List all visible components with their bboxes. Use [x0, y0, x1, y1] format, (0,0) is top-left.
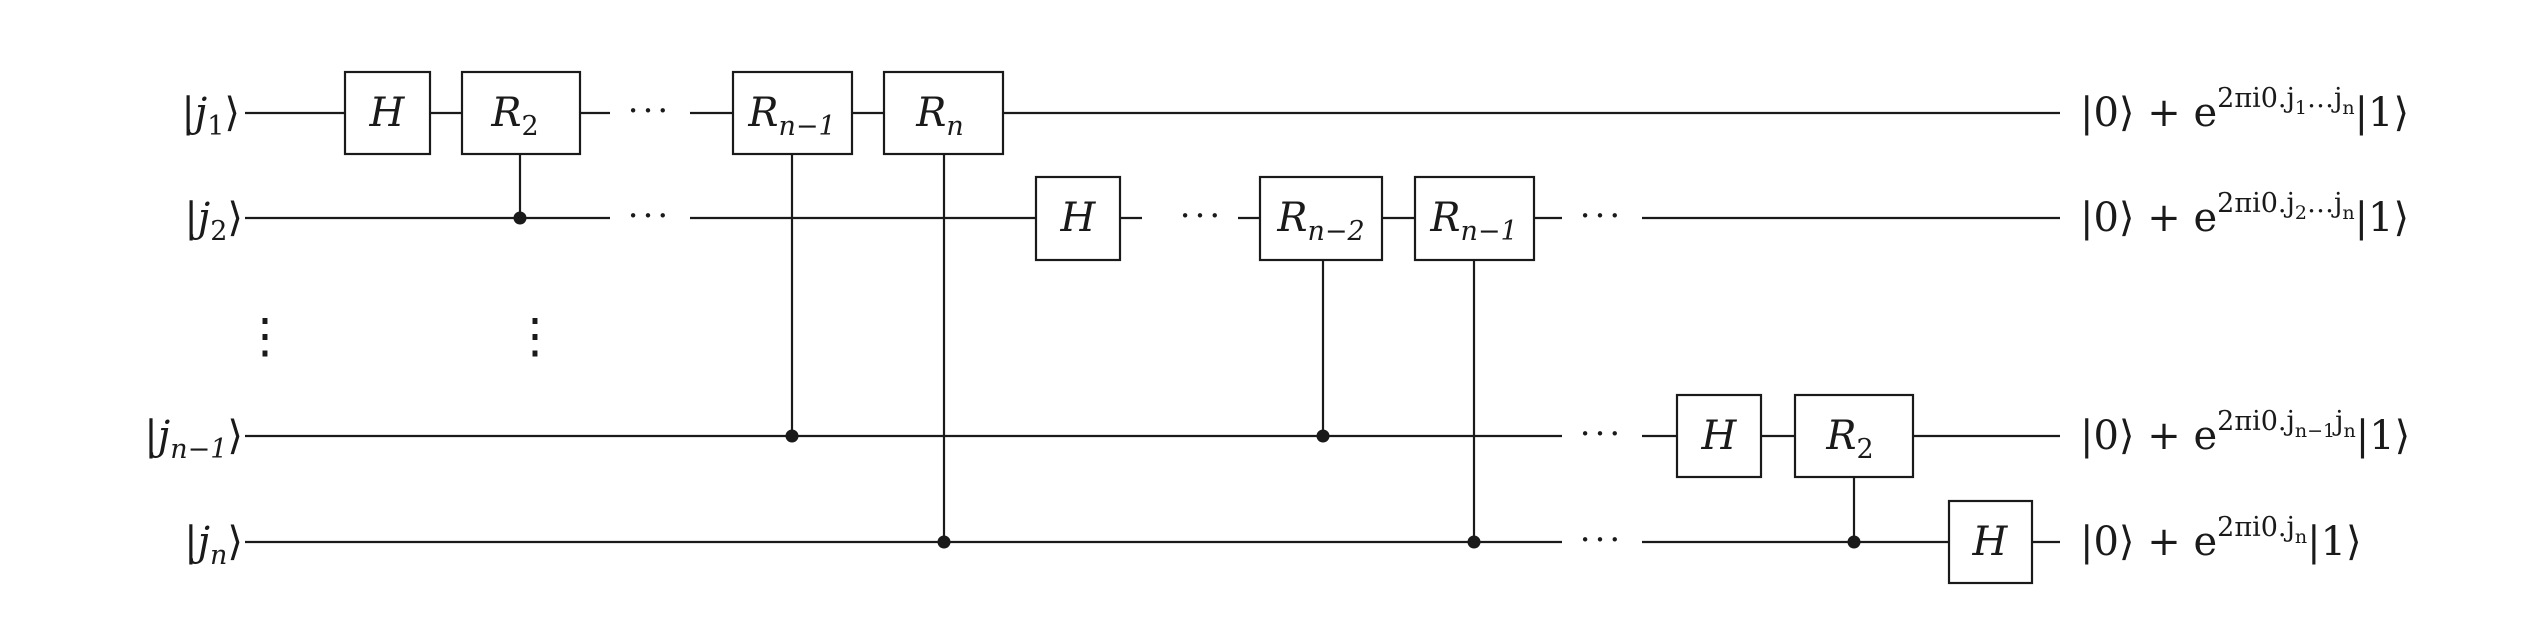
output-label-q1: |0⟩ + e2πi0.j1…jn|1⟩	[2080, 83, 2409, 136]
hdots: ···	[1580, 520, 1624, 560]
output-label-qn: |0⟩ + e2πi0.jn|1⟩	[2080, 512, 2362, 565]
gate-h-q2: H	[1034, 175, 1122, 262]
gate-label: Rn−1	[1429, 195, 1517, 247]
gate-label: Rn	[915, 90, 964, 142]
input-label-j2: |j2⟩	[184, 195, 243, 247]
gate-label: H	[1972, 519, 2009, 565]
control-dot	[1467, 535, 1481, 549]
output-label-q2: |0⟩ + e2πi0.j2…jn|1⟩	[2080, 188, 2409, 241]
gate-label: Rn−2	[1276, 195, 1364, 247]
gate-label: R2	[490, 90, 538, 142]
hdots: ···	[1580, 414, 1624, 454]
gate-label: H	[369, 90, 406, 136]
input-label-j1: |j1⟩	[181, 90, 240, 142]
gate-rn2-q2: Rn−2	[1258, 175, 1384, 262]
gate-label: Rn−1	[747, 90, 835, 142]
input-label-jn: |jn⟩	[184, 519, 243, 571]
control-dot	[1316, 429, 1330, 443]
control-dot	[513, 211, 527, 225]
gate-rn1-q1: Rn−1	[731, 70, 854, 156]
gate-label: H	[1060, 195, 1097, 241]
gate-rn-q1: Rn	[882, 70, 1005, 156]
control-dot	[937, 535, 951, 549]
gate-label: R2	[1825, 413, 1873, 465]
control-dot	[785, 429, 799, 443]
gate-label: H	[1701, 413, 1738, 459]
gate-r2-qn1: R2	[1793, 393, 1915, 479]
control-dot	[1847, 535, 1861, 549]
hdots: ···	[1180, 196, 1224, 236]
hdots: ···	[1580, 196, 1624, 236]
gate-rn1-q2: Rn−1	[1413, 175, 1536, 262]
gate-h-q1: H	[343, 70, 432, 156]
gate-r2-q1: R2	[460, 70, 582, 156]
output-label-qn1: |0⟩ + e2πi0.jn−1jn|1⟩	[2080, 406, 2410, 459]
vdots: ⋮	[241, 308, 289, 364]
hdots: ···	[628, 91, 672, 131]
hdots: ···	[628, 196, 672, 236]
gate-h-qn: H	[1947, 499, 2034, 585]
vdots: ⋮	[511, 308, 559, 364]
gate-h-qn1: H	[1675, 393, 1763, 479]
input-label-jn1: |jn−1⟩	[144, 413, 243, 465]
